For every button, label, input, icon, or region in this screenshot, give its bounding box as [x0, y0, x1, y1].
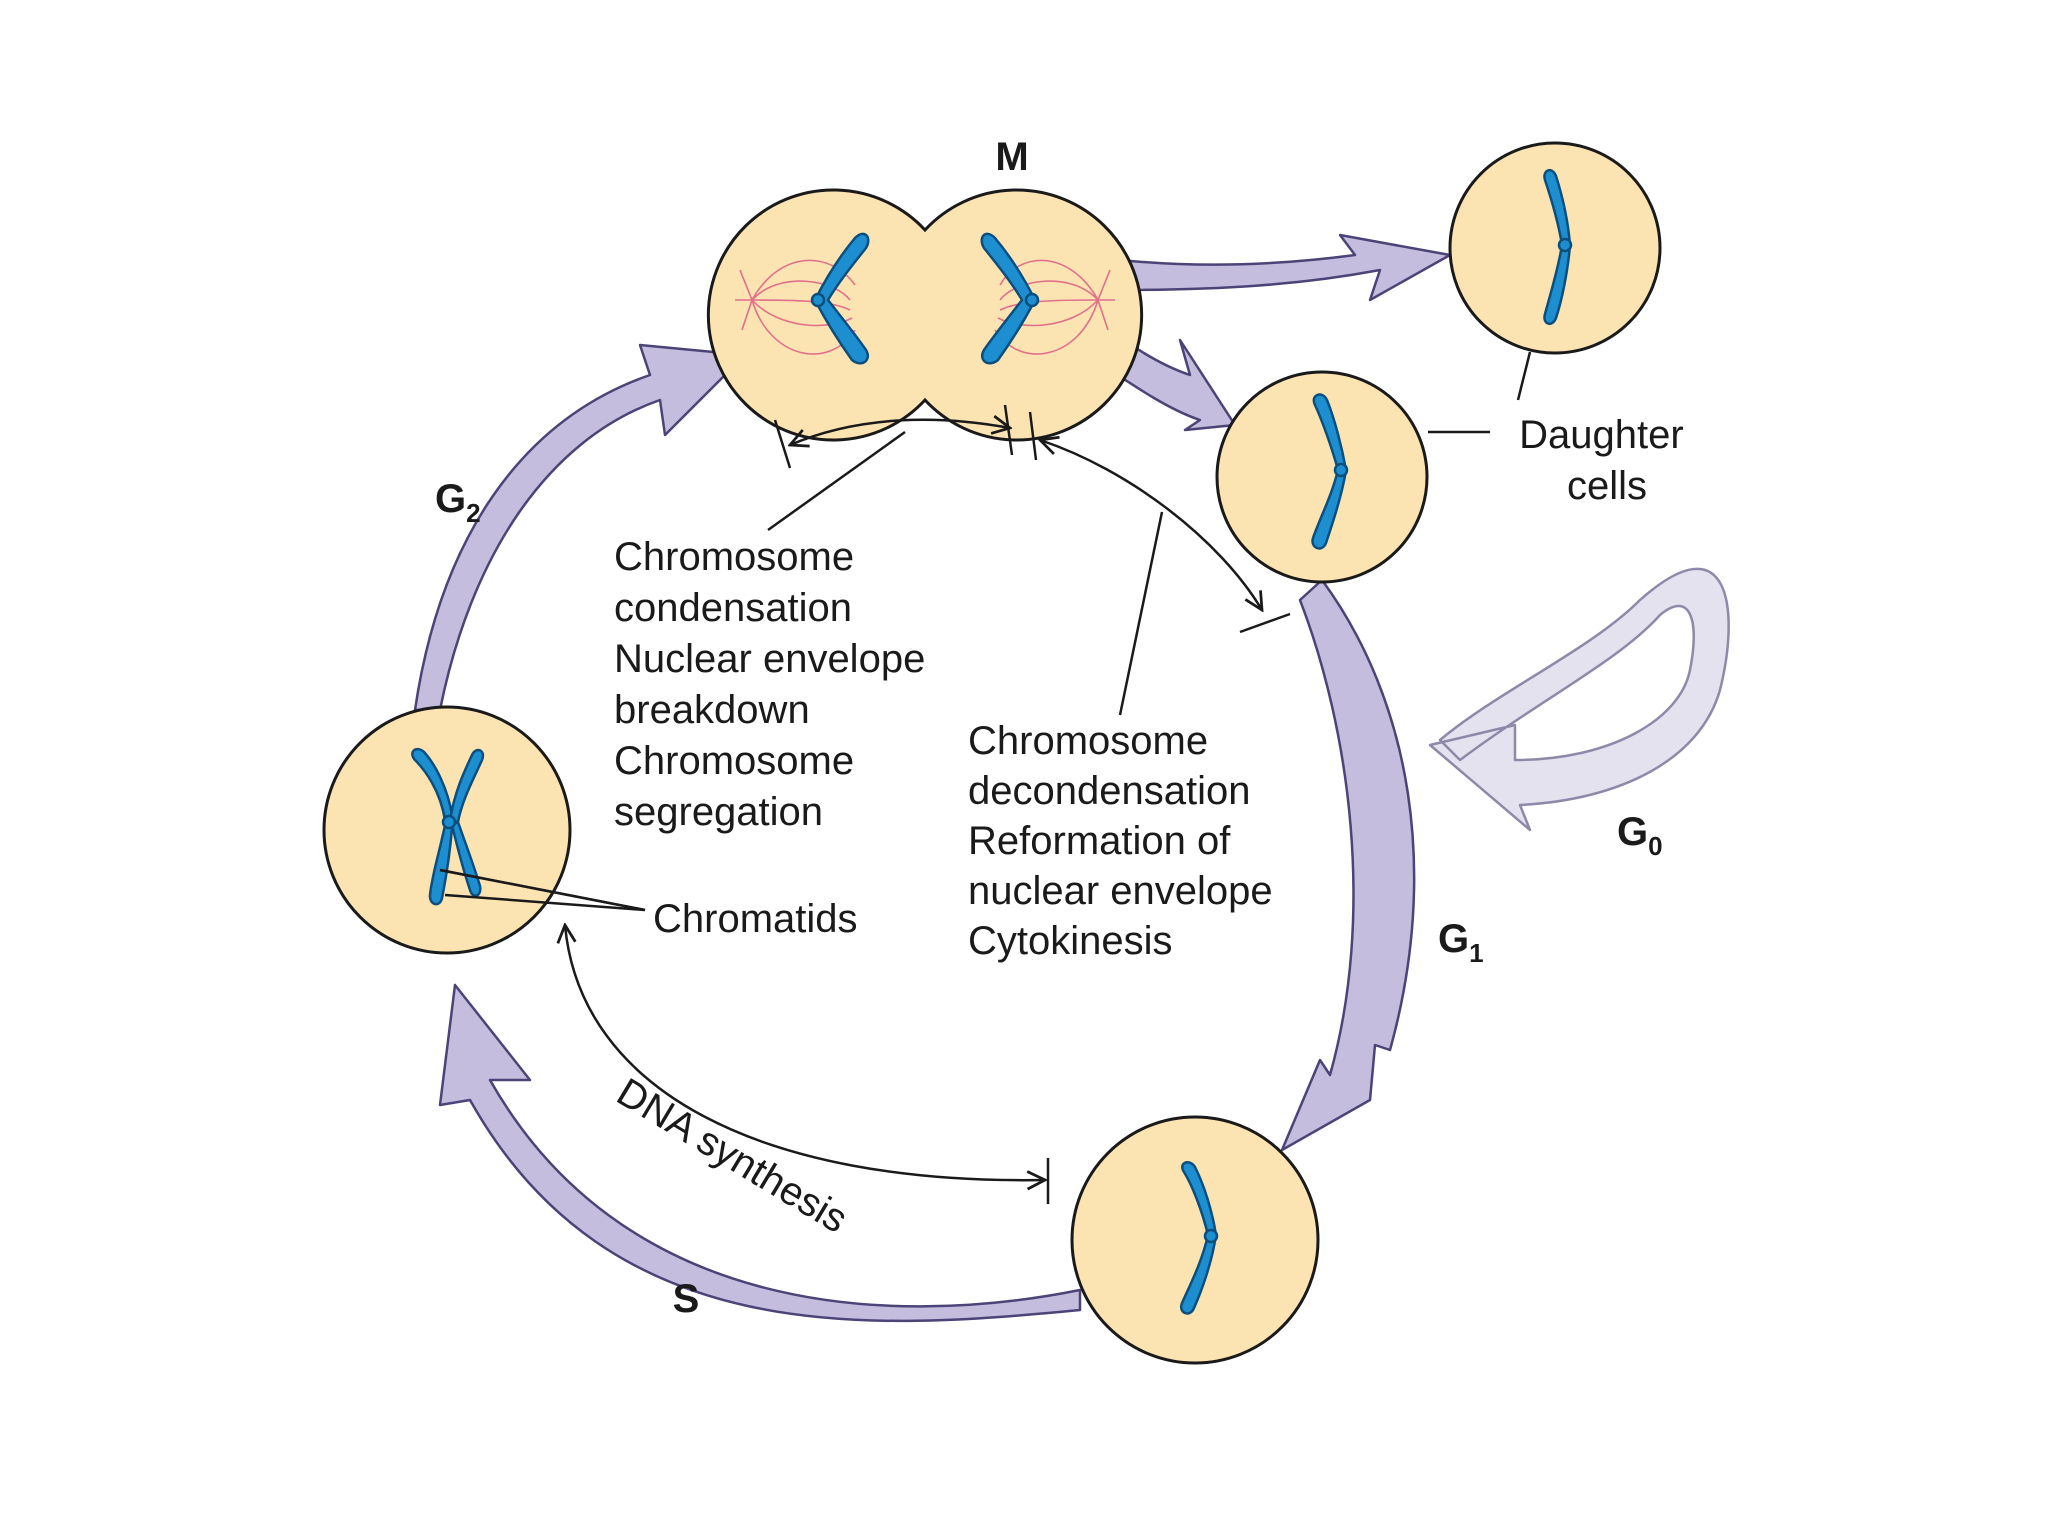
g1-cell: [1070, 1115, 1320, 1365]
mitotic-cell: [706, 188, 1144, 442]
phase-m-label: M: [995, 135, 1028, 179]
dna-synthesis-label: DNA synthesis: [609, 1070, 855, 1242]
daughter-cell-mid: [1215, 370, 1429, 584]
mitosis-entry-leader: [767, 430, 906, 532]
g2-arc-arrow: [413, 343, 747, 712]
phase-g1-label: G1: [1438, 917, 1484, 968]
chromosome-left: [810, 232, 870, 365]
chromatids-leader-b: [439, 868, 646, 912]
daughter-cell-top: [1448, 141, 1662, 355]
phase-g0-label: G0: [1617, 810, 1663, 861]
dna-synthesis-bracket: [565, 925, 1050, 1204]
phase-g2-label: G2: [435, 477, 481, 528]
phase-s-label: S: [673, 1277, 700, 1321]
g1-arc-arrow: [1280, 578, 1416, 1152]
daughter-leader-top: [1516, 351, 1532, 401]
g2-cell: [322, 705, 572, 955]
s-arc-arrow: [438, 983, 1082, 1323]
daughter-arrow-top: [1118, 233, 1452, 302]
mitosis-entry-label: Chromosome condensation Nuclear envelope…: [614, 535, 936, 834]
mitosis-exit-leader: [1118, 511, 1164, 716]
spindle-fibers-left: [735, 259, 856, 355]
g0-loop-arrow: [1428, 567, 1730, 832]
chromosome-right: [980, 232, 1040, 365]
chromatids-label: Chromatids: [653, 897, 858, 941]
mitosis-exit-bracket: [1028, 411, 1291, 634]
daughter-cells-label: Daughter cells: [1519, 413, 1695, 508]
mitosis-exit-label: Chromosome decondensation Reformation of…: [968, 719, 1284, 963]
mitosis-entry-bracket: [773, 404, 1014, 469]
